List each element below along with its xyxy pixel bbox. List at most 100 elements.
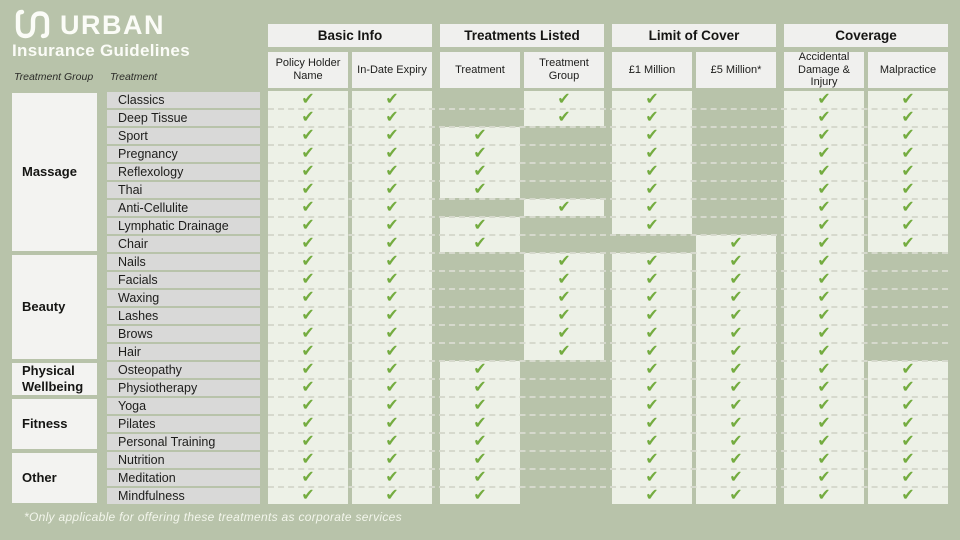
- treatment-row-label: Brows: [107, 326, 260, 342]
- check-icon-label: ✔: [644, 126, 659, 145]
- check-icon-label: ✔: [816, 252, 831, 271]
- check-icon-label: ✔: [384, 324, 399, 343]
- check-icon-label: ✔: [472, 144, 487, 163]
- column-header-label: £1 Million: [628, 63, 676, 76]
- check-icon-label: ✔: [556, 198, 571, 217]
- check-icon: ✔: [440, 486, 521, 507]
- row-separator-line: [268, 450, 948, 452]
- check-icon-label: ✔: [300, 90, 315, 109]
- check-icon-label: ✔: [300, 432, 315, 451]
- check-icon-label: ✔: [644, 432, 659, 451]
- row-separator-line: [268, 288, 948, 290]
- row-separator-line: [268, 216, 948, 218]
- row-separator-line: [268, 378, 948, 380]
- check-icon-label: ✔: [556, 270, 571, 289]
- check-icon-label: ✔: [556, 252, 571, 271]
- check-icon-label: ✔: [300, 414, 315, 433]
- treatment-row-label: Mindfulness: [107, 488, 260, 504]
- check-icon-label: ✔: [300, 162, 315, 181]
- urban-logo-icon: [15, 9, 50, 39]
- treatment-row-label-label: Classics: [118, 93, 165, 107]
- treatment-row-label-label: Anti-Cellulite: [118, 201, 189, 215]
- check-icon: ✔: [868, 234, 949, 255]
- check-icon-label: ✔: [300, 396, 315, 415]
- treatment-row-label: Thai: [107, 182, 260, 198]
- check-icon-label: ✔: [644, 324, 659, 343]
- check-icon-label: ✔: [644, 216, 659, 235]
- treatment-row-label-label: Mindfulness: [118, 489, 185, 503]
- check-icon-label: ✔: [900, 396, 915, 415]
- column-group-header-label: Coverage: [835, 28, 897, 43]
- check-panel: [696, 235, 776, 504]
- check-icon-label: ✔: [384, 414, 399, 433]
- check-icon-label: ✔: [644, 252, 659, 271]
- check-icon: ✔: [524, 198, 605, 219]
- column-header-label: In-Date Expiry: [357, 63, 427, 76]
- treatment-row-label: Lashes: [107, 308, 260, 324]
- check-icon-label: ✔: [472, 396, 487, 415]
- check-icon-label: ✔: [900, 216, 915, 235]
- column-header-label: Treatment Group: [539, 57, 589, 82]
- column-group-header: Limit of Cover: [612, 24, 776, 47]
- check-icon-label: ✔: [300, 360, 315, 379]
- check-icon-label: ✔: [644, 414, 659, 433]
- check-icon-label: ✔: [384, 450, 399, 469]
- check-icon-label: ✔: [644, 144, 659, 163]
- check-icon-label: ✔: [556, 108, 571, 127]
- check-icon-label: ✔: [300, 324, 315, 343]
- column-header: In-Date Expiry: [352, 52, 432, 88]
- check-icon-label: ✔: [384, 396, 399, 415]
- treatment-group-box-label: Beauty: [22, 298, 66, 314]
- check-icon-label: ✔: [900, 162, 915, 181]
- check-icon-label: ✔: [900, 486, 915, 505]
- check-icon-label: ✔: [300, 270, 315, 289]
- check-icon-label: ✔: [472, 432, 487, 451]
- check-icon-label: ✔: [384, 342, 399, 361]
- check-icon: ✔: [784, 486, 865, 507]
- treatment-row-label-label: Meditation: [118, 471, 176, 485]
- check-icon-label: ✔: [900, 126, 915, 145]
- column-header: Treatment: [440, 52, 520, 88]
- check-icon-label: ✔: [816, 360, 831, 379]
- treatment-row-label: Classics: [107, 92, 260, 108]
- treatment-row-label-label: Hair: [118, 345, 141, 359]
- treatment-row-label-label: Chair: [118, 237, 148, 251]
- check-icon-label: ✔: [384, 162, 399, 181]
- column-group-header: Treatments Listed: [440, 24, 604, 47]
- row-separator-line: [268, 252, 948, 254]
- treatment-group-box-label: Fitness: [22, 415, 68, 431]
- check-icon-label: ✔: [300, 486, 315, 505]
- check-icon-label: ✔: [900, 108, 915, 127]
- check-icon-label: ✔: [300, 450, 315, 469]
- treatment-row-label: Reflexology: [107, 164, 260, 180]
- footnote: *Only applicable for offering these trea…: [24, 510, 402, 524]
- row-separator-line: [268, 486, 948, 488]
- check-icon-label: ✔: [300, 288, 315, 307]
- check-icon-label: ✔: [644, 306, 659, 325]
- check-icon-label: ✔: [300, 108, 315, 127]
- check-icon-label: ✔: [816, 126, 831, 145]
- column-group-header-label: Limit of Cover: [648, 28, 740, 43]
- check-icon-label: ✔: [816, 198, 831, 217]
- treatment-row-label: Nails: [107, 254, 260, 270]
- check-icon-label: ✔: [384, 360, 399, 379]
- treatment-row-label-label: Lymphatic Drainage: [118, 219, 229, 233]
- check-icon-label: ✔: [300, 216, 315, 235]
- treatment-row-label-label: Reflexology: [118, 165, 184, 179]
- check-icon-label: ✔: [644, 360, 659, 379]
- row-separator-line: [268, 144, 948, 146]
- check-icon-label: ✔: [384, 198, 399, 217]
- check-icon-label: ✔: [644, 342, 659, 361]
- check-panel: [268, 91, 348, 504]
- treatment-row-label-label: Waxing: [118, 291, 160, 305]
- check-icon-label: ✔: [728, 306, 743, 325]
- check-icon-label: ✔: [472, 450, 487, 469]
- treatment-row-label-label: Yoga: [118, 399, 147, 413]
- check-icon-label: ✔: [816, 108, 831, 127]
- check-icon-label: ✔: [472, 216, 487, 235]
- treatment-row-label-label: Nutrition: [118, 453, 165, 467]
- treatment-row-label-label: Nails: [118, 255, 146, 269]
- check-icon-label: ✔: [472, 162, 487, 181]
- check-icon-label: ✔: [644, 108, 659, 127]
- check-icon: ✔: [868, 486, 949, 507]
